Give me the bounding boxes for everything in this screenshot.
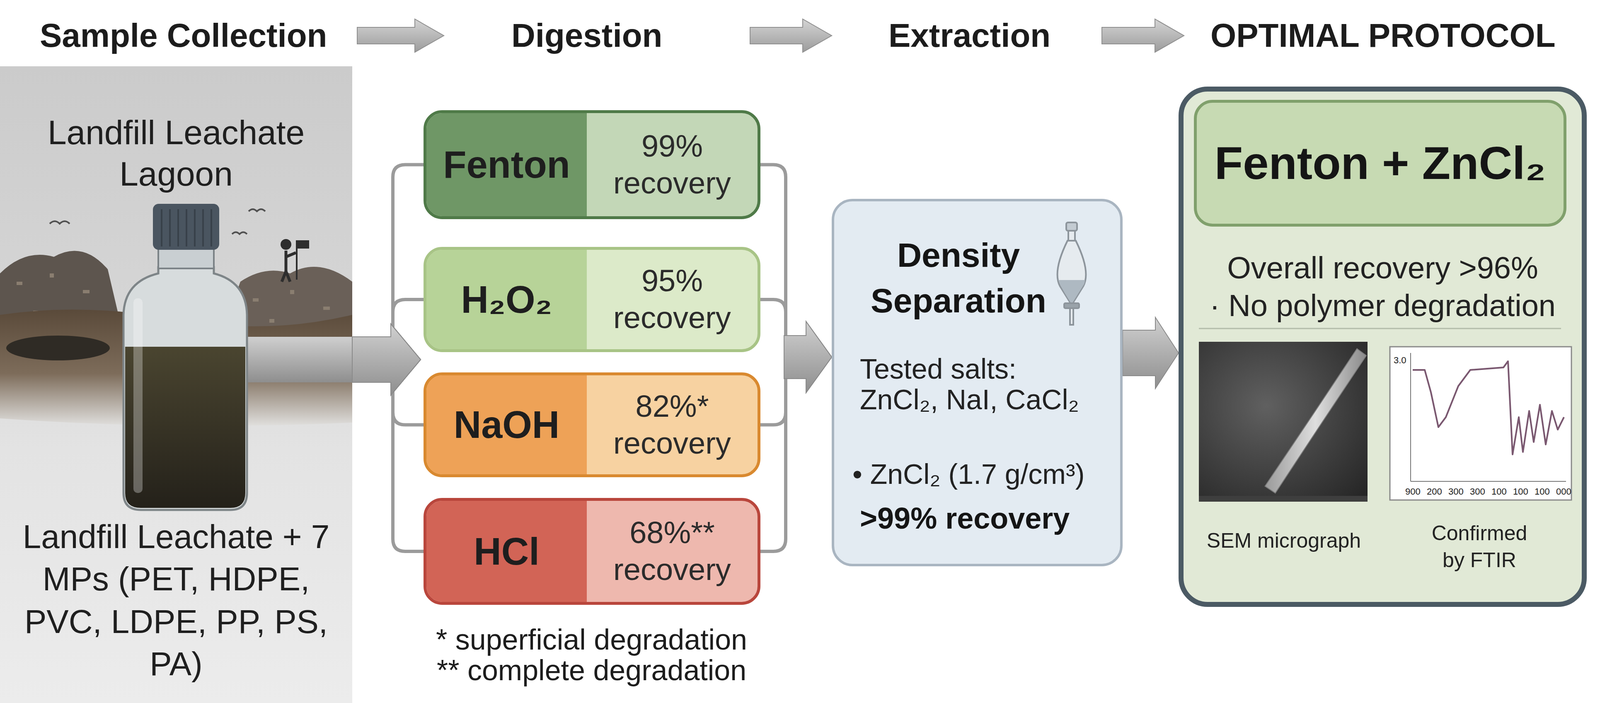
step-arrow	[357, 19, 444, 53]
panel-ground	[0, 66, 353, 703]
block-arrow	[352, 324, 421, 396]
recovery-value: 68%** recovery	[593, 514, 751, 589]
connector-arrow	[352, 164, 424, 396]
connector-arrow	[760, 299, 832, 393]
bullet-text: • ZnCl₂ (1.7 g/cm³)	[852, 457, 1116, 492]
person-with-flag	[280, 239, 310, 282]
result-panel: Overall recovery >96%· No polymer degrad…	[1178, 86, 1587, 608]
figure-caption: Confirmed by FTIR	[1423, 520, 1536, 574]
step-header: Extraction	[888, 19, 1051, 53]
figure-caption: SEM micrograph	[1196, 528, 1371, 554]
block-arrow	[352, 324, 421, 396]
panel-title: Landfill Leachate Lagoon	[22, 111, 330, 195]
step-header: Sample Collection	[39, 19, 327, 53]
footnote: * superficial degradation	[435, 625, 748, 655]
axis-tick: 300	[1448, 487, 1464, 497]
process-box: Density SeparationTested salts:ZnCl₂, Na…	[831, 198, 1123, 567]
method-name: Fenton	[426, 141, 587, 188]
leachate-puddle	[6, 335, 110, 361]
separator-line	[1198, 328, 1562, 330]
connector-arrow	[352, 299, 424, 396]
connector-arrow	[760, 321, 832, 552]
method-name: NaOH	[426, 401, 587, 448]
axis-tick: 100	[1512, 487, 1529, 497]
protocol-title: Fenton + ZnCl₂	[1205, 135, 1556, 192]
axis-tick: 200	[1426, 487, 1443, 497]
block-arrow	[784, 321, 832, 393]
block-arrow	[784, 321, 832, 393]
axis-tick: 100	[1491, 487, 1507, 497]
connector-arrow	[760, 321, 832, 426]
method-name: HCl	[426, 528, 587, 575]
protocol-box: Fenton + ZnCl₂	[1193, 99, 1567, 227]
axis-tick: 000	[1556, 487, 1572, 497]
connector-arrow	[352, 324, 424, 552]
connector-arrow	[1122, 317, 1179, 389]
panel-caption: Landfill Leachate + 7 MPs (PET, HDPE, PV…	[14, 515, 338, 686]
bracket-line	[760, 299, 786, 358]
process-box: H₂O₂95% recovery	[423, 246, 761, 353]
step-arrow	[1101, 19, 1184, 53]
connector-arrow	[352, 324, 424, 426]
block-arrow	[352, 324, 421, 396]
result-text: Overall recovery >96%	[1183, 249, 1582, 287]
footnote: ** complete degradation	[436, 655, 747, 686]
recovery-value: 82%* recovery	[593, 388, 751, 463]
block-arrow	[352, 324, 421, 396]
block-arrow	[1122, 317, 1179, 389]
axis-tick: 3.0	[1393, 355, 1407, 366]
separatory-funnel	[1057, 222, 1087, 325]
axis-tick: 300	[1469, 487, 1486, 497]
step-arrow	[750, 19, 832, 53]
method-name: H₂O₂	[426, 276, 587, 323]
result-text: >99% recovery	[859, 500, 1113, 537]
ftir-spectrum	[1389, 346, 1572, 501]
block-arrow	[784, 321, 832, 393]
illustration-panel: Landfill Leachate LagoonLandfill Leachat…	[0, 66, 353, 703]
process-box: HCl68%** recovery	[423, 498, 761, 606]
box-title: Density Separation	[867, 232, 1050, 324]
box-text: Tested salts:	[859, 352, 1113, 387]
result-text: · No polymer degradation	[1183, 287, 1582, 325]
sem-micrograph	[1198, 341, 1368, 502]
recovery-value: 95% recovery	[593, 262, 751, 337]
bracket-line	[760, 357, 786, 426]
bracket-line	[760, 357, 786, 552]
bracket-line	[760, 164, 786, 358]
block-arrow	[784, 321, 832, 393]
sample-bottle	[123, 203, 247, 511]
step-header: OPTIMAL PROTOCOL	[1210, 19, 1556, 53]
connector-arrow	[760, 164, 832, 394]
recovery-value: 99% recovery	[593, 128, 751, 202]
step-header: Digestion	[511, 19, 663, 53]
arrow-shaft	[239, 336, 353, 383]
bracket-line	[392, 359, 424, 552]
process-box: NaOH82%* recovery	[423, 372, 761, 478]
box-text: ZnCl₂, NaI, CaCl₂	[859, 382, 1113, 417]
axis-tick: 100	[1534, 487, 1550, 497]
bracket-line	[392, 164, 424, 361]
axis-tick: 900	[1405, 487, 1421, 497]
process-box: Fenton99% recovery	[423, 110, 761, 220]
